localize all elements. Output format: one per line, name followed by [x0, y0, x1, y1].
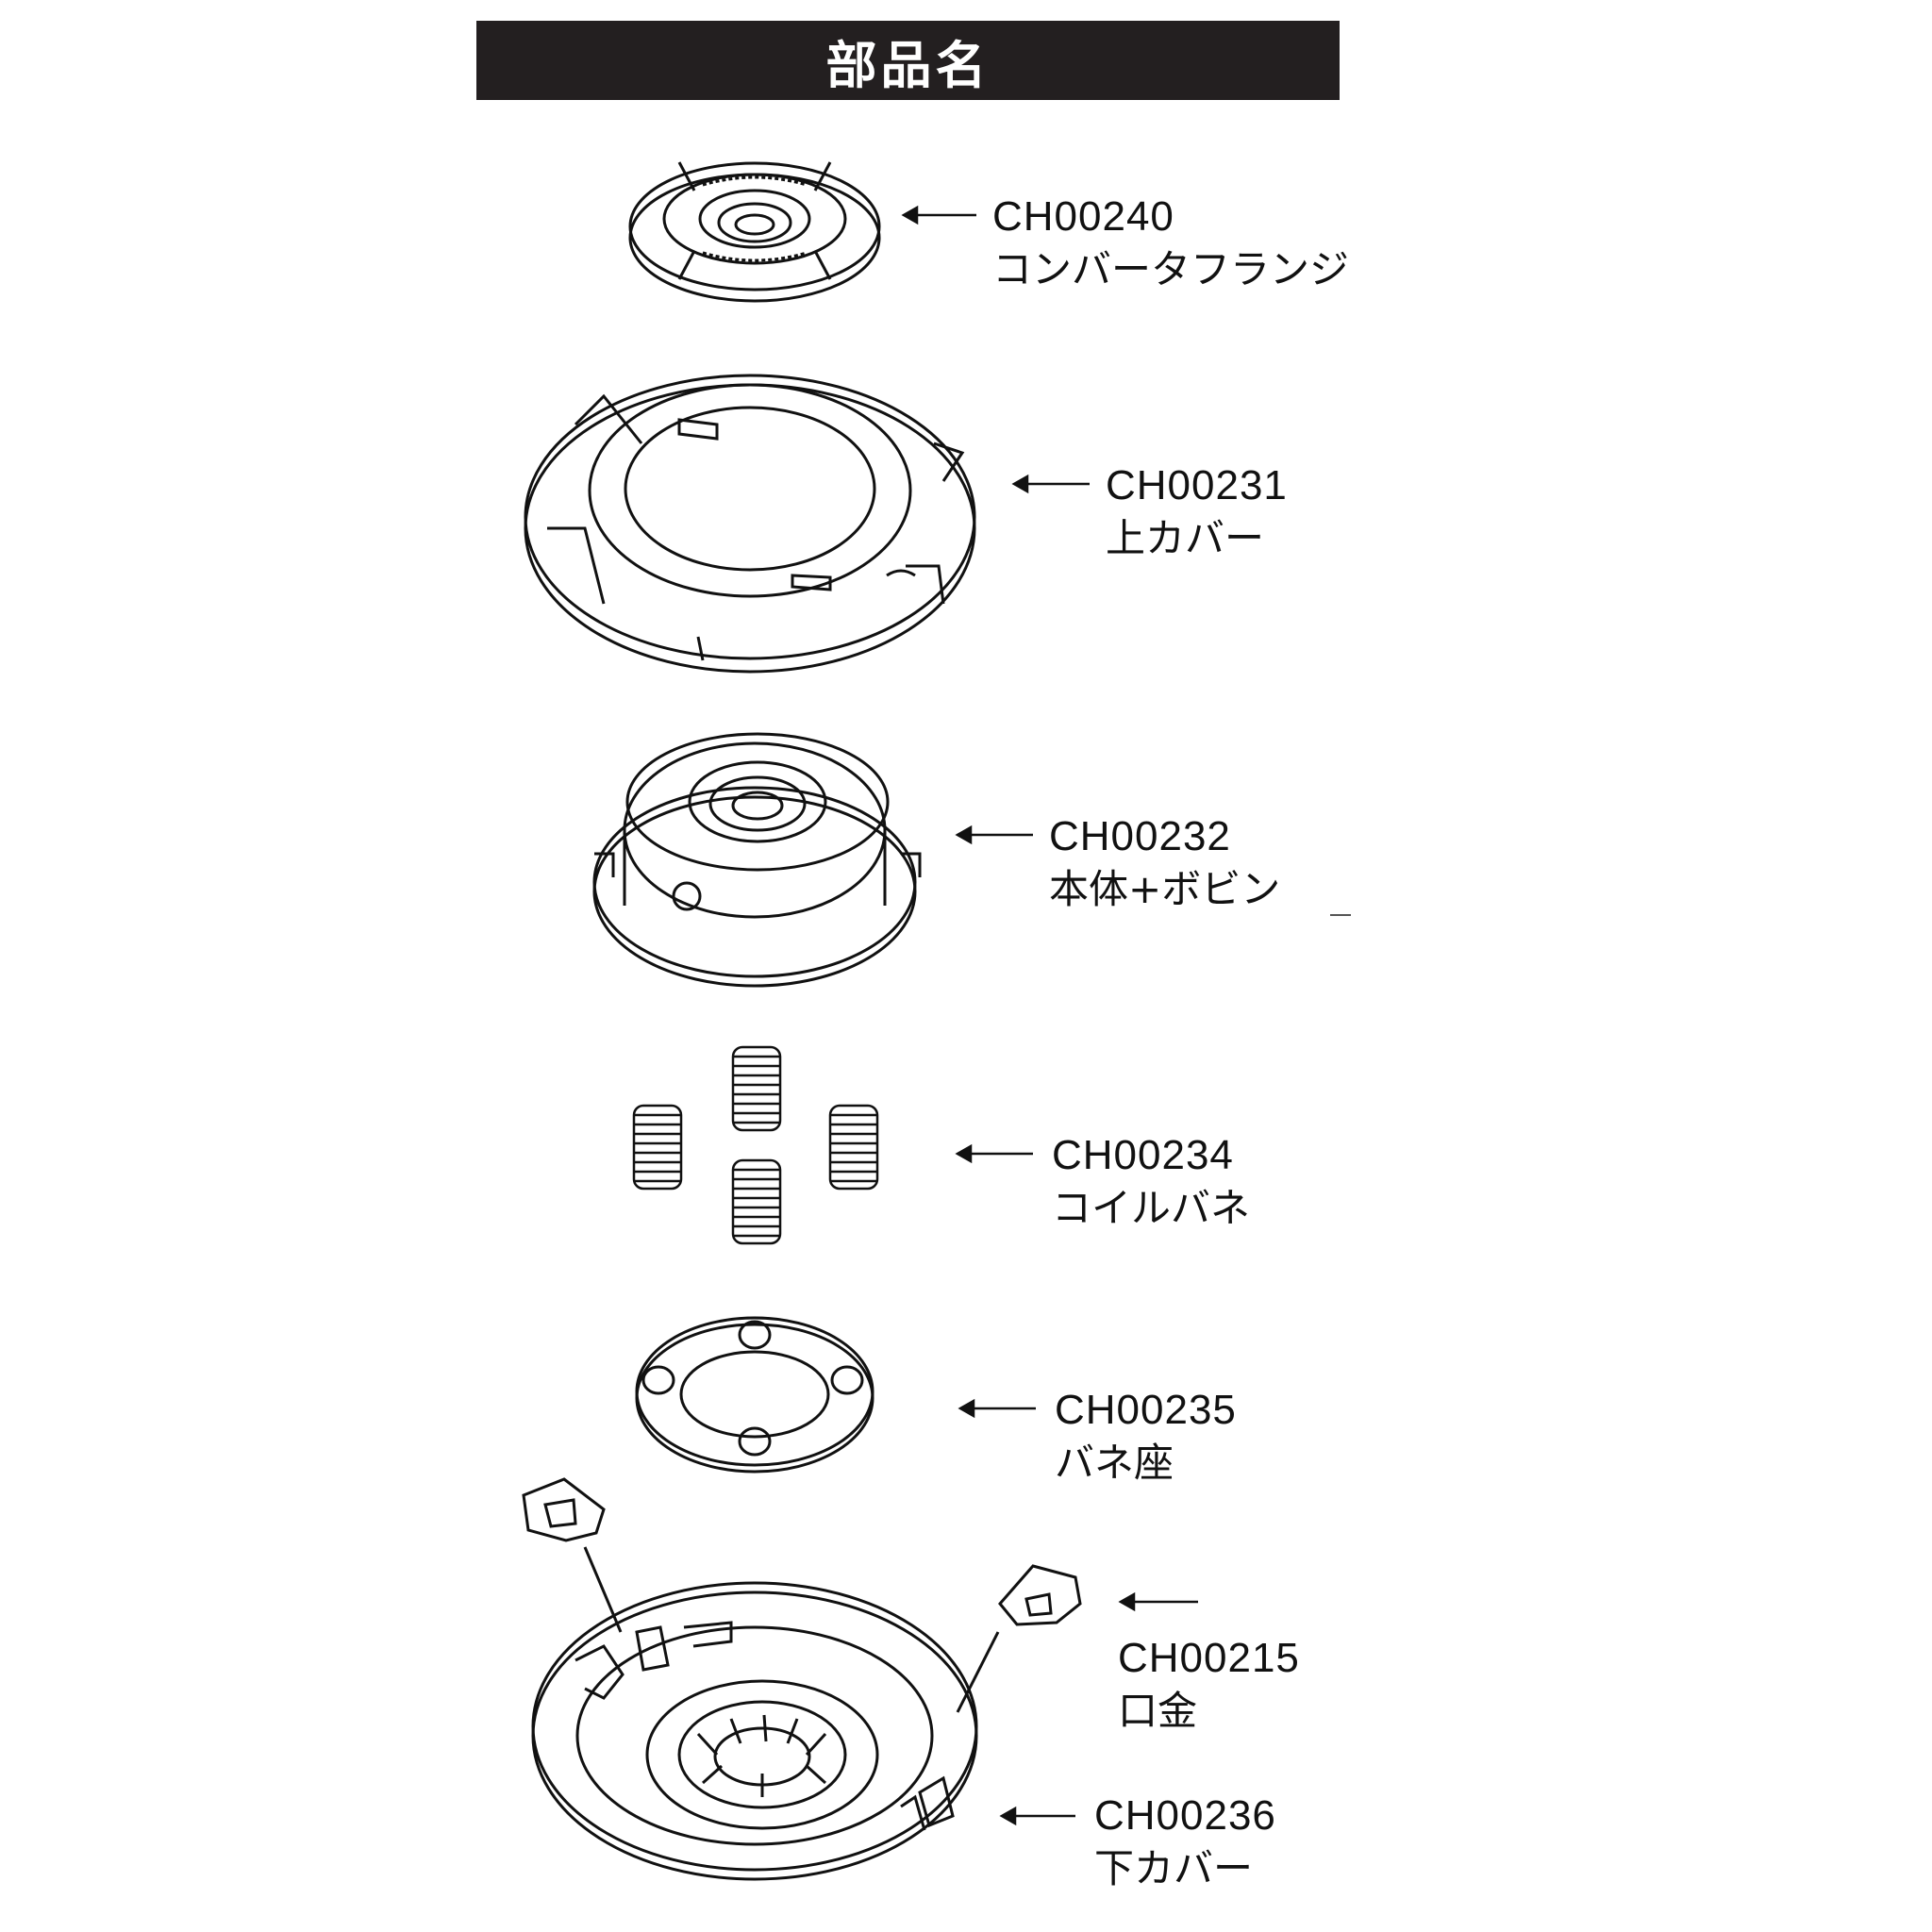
part-code: CH00215	[1118, 1635, 1300, 1681]
part-name: バネ座	[1055, 1440, 1174, 1486]
leader-arrows	[901, 205, 1198, 1826]
part-code: CH00234	[1052, 1132, 1234, 1178]
part-name: 上カバー	[1106, 515, 1265, 561]
part-label-ch00234: CH00234 コイルバネ	[1052, 1129, 1250, 1235]
upper-cover-illustration	[524, 374, 976, 674]
part-name: コンバータフランジ	[992, 246, 1350, 292]
part-name: 口金	[1118, 1688, 1198, 1734]
part-label-ch00235: CH00235 バネ座	[1055, 1384, 1237, 1490]
stray-dash	[1330, 914, 1351, 916]
part-name: コイルバネ	[1052, 1185, 1251, 1231]
part-label-ch00232: CH00232 本体+ボビン	[1049, 810, 1280, 916]
eyelet-left-illustration	[522, 1477, 623, 1633]
eyelet-right-illustration	[956, 1564, 1082, 1713]
part-code: CH00231	[1106, 462, 1288, 508]
part-code: CH00240	[992, 193, 1174, 240]
spring-seat-illustration	[635, 1316, 874, 1474]
page-title: 部品名	[825, 35, 991, 95]
part-label-ch00240: CH00240 コンバータフランジ	[992, 191, 1349, 296]
part-label-ch00231: CH00231 上カバー	[1106, 459, 1288, 565]
coil-springs-illustration	[632, 1045, 879, 1245]
part-name: 下カバー	[1094, 1845, 1254, 1891]
converter-flange-illustration	[628, 161, 881, 303]
part-code: CH00232	[1049, 813, 1231, 859]
part-code: CH00236	[1094, 1792, 1276, 1839]
body-bobbin-illustration	[592, 732, 922, 988]
part-label-ch00236: CH00236 下カバー	[1094, 1790, 1276, 1895]
page-title-banner: 部品名	[476, 21, 1340, 100]
part-name: 本体+ボビン	[1049, 866, 1281, 912]
part-code: CH00235	[1055, 1387, 1237, 1433]
part-label-ch00215: CH00215 口金	[1118, 1632, 1300, 1738]
lower-cover-illustration	[531, 1581, 978, 1881]
